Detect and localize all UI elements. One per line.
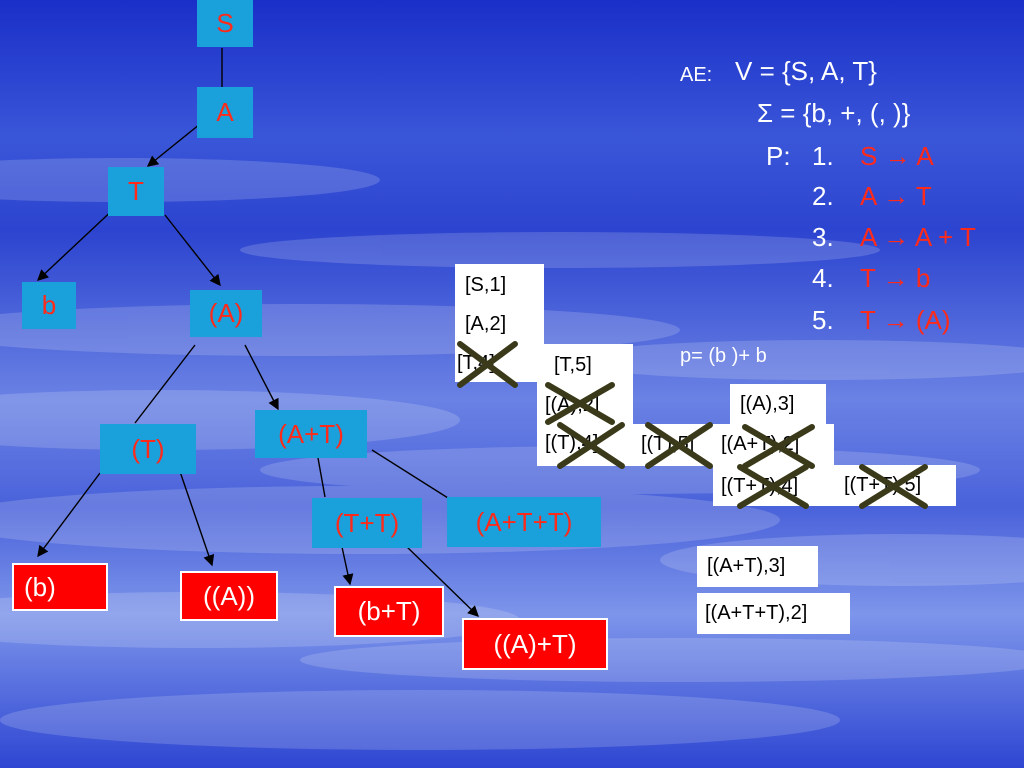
rule-4-num: 4. [812,263,834,293]
cross-tt5 [859,464,928,509]
rule-5: T → (A) [860,305,951,335]
rule-2: A → T [860,181,932,211]
node-T: T [108,167,164,216]
node-A: A [197,87,253,138]
stack-at3: [(A+T),3] [707,555,786,577]
edge-A-T [146,123,201,167]
node-pA: (A) [190,290,262,337]
cross-t4b [557,422,625,469]
rule-5-num: 5. [812,305,834,335]
rule-3: A → A + T [860,222,976,252]
productions-label: P: [766,141,791,171]
leaf-ppA: ((A)) [180,571,278,621]
cross-a2b [545,382,615,425]
stack-att2: [(A+T+T),2] [705,602,808,624]
rule-1-num: 1. [812,141,834,171]
ae-label: AE: [680,64,713,86]
input-string: p= (b )+ b [680,345,767,367]
stack-box-at3: [(A+T),3] [697,546,818,587]
cross-t4 [457,341,518,388]
stack-box-a3: [(A),3] [730,384,826,425]
rule-4: T → b [860,263,931,293]
cross-t5b [645,422,713,469]
stack-box-1: [S,1] [A,2] [T,4] [455,264,544,382]
stack-box-att2: [(A+T+T),2] [697,593,850,634]
stack-s1: [S,1] [465,274,507,296]
stack-a2: [A,2] [465,313,507,335]
edge-pTT-ppAT [404,544,480,617]
rule-2-num: 2. [812,181,834,211]
node-pT: (T) [100,424,196,474]
stack-t5: [T,5] [554,354,592,376]
node-b: b [22,282,76,329]
edge-pA-pAT [244,344,279,411]
node-pATT: (A+T+T) [447,497,601,547]
cross-tt4 [737,464,809,509]
rule-3-num: 3. [812,222,834,252]
edge-pT-ppA [174,456,215,567]
node-pTT: (T+T) [312,498,422,548]
edge-pA-pT [134,344,196,424]
edge-pAT-pTT [317,457,326,498]
leaf-ppAT: ((A)+T) [462,618,608,670]
stack-a3: [(A),3] [740,393,795,415]
alphabet-set: Σ = {b, +, (, )} [757,98,911,128]
leaf-pb: (b) [12,563,108,611]
node-pAT: (A+T) [255,410,367,458]
node-S: S [197,0,253,47]
variables-set: V = {S, A, T} [735,56,877,86]
edge-T-b [36,204,119,281]
cross-at2 [742,424,815,469]
edge-pT-pb [37,472,101,558]
edge-pAT-pATT [371,449,449,499]
edge-T-pA [164,214,221,287]
edge-pTT-pbT [341,546,354,586]
rule-1: S → A [860,141,934,171]
leaf-pbT: (b+T) [334,586,444,637]
